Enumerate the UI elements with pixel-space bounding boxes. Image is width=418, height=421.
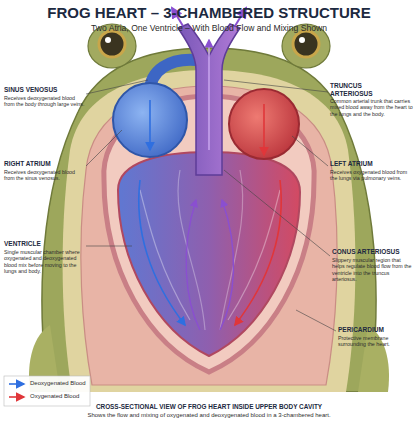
diagram-title: FROG HEART – 3-CHAMBERED STRUCTURE <box>0 4 418 21</box>
subtitle: Two Atria, One Ventricle – With Blood Fl… <box>0 23 418 33</box>
legend-blue-arrow <box>9 383 24 385</box>
part-description: Receives deoxygenated blood from the sin… <box>4 169 86 182</box>
muscle-texture <box>178 170 205 330</box>
part-name: CONUS ARTERIOSUS <box>332 248 402 256</box>
oxygenated-flow-arrow <box>235 180 281 325</box>
part-name: RIGHT ATRIUM <box>4 160 86 168</box>
leader-line <box>292 136 328 166</box>
caption: CROSS-SECTIONAL VIEW OF FROG HEART INSID… <box>0 403 418 411</box>
frog-right-eye <box>293 31 319 57</box>
part-description: Receives oxygenated blood from the lungs… <box>330 169 414 182</box>
truncus-arteriosus <box>178 24 240 175</box>
mixed-flow-arrow <box>186 200 200 330</box>
part-name: SINUS VENOSUS <box>4 86 86 94</box>
legend-text: Oxygenated Blood <box>30 393 90 400</box>
leader-line <box>86 80 148 94</box>
leader-line <box>224 170 330 256</box>
caption-band <box>0 392 418 421</box>
deoxygenated-flow-arrow <box>139 180 185 325</box>
left-atrium <box>229 89 299 159</box>
deoxygenated-flow-arrow <box>149 100 151 150</box>
part-description: Common arterial trunk that carries mixed… <box>330 98 414 117</box>
legend-red-arrow <box>9 396 24 398</box>
right-atrium <box>113 83 187 157</box>
caption-body: Shows the flow and mixing of oxygenated … <box>0 412 418 419</box>
leader-line <box>86 130 122 166</box>
frog-left-eye <box>99 31 125 57</box>
part-description: Slippery muscular region that helps regu… <box>332 257 414 283</box>
leader-line <box>86 246 132 247</box>
legend-text: Deoxygenated Blood <box>30 380 90 387</box>
legend-box <box>4 376 90 406</box>
part-description: Single muscular chamber where oxygenated… <box>4 249 86 275</box>
mixed-flow-arrow <box>220 200 234 330</box>
eye-highlight <box>105 37 111 43</box>
part-description: Protective membrane surrounding the hear… <box>338 335 414 348</box>
part-name: VENTRICLE <box>4 240 86 248</box>
outflow-arrow <box>208 40 210 150</box>
part-name: PERICARDIUM <box>338 326 416 334</box>
muscle-texture <box>220 170 243 330</box>
part-name: LEFT ATRIUM <box>330 160 414 168</box>
leader-line <box>296 310 336 331</box>
eye-highlight <box>299 37 305 43</box>
oxygenated-flow-arrow <box>263 104 265 155</box>
leader-line <box>224 80 328 92</box>
ventricle <box>118 152 300 356</box>
part-description: Receives deoxygenated blood from the bod… <box>4 95 86 108</box>
part-name: TRUNCUS ARTERIOSUS <box>330 82 400 97</box>
